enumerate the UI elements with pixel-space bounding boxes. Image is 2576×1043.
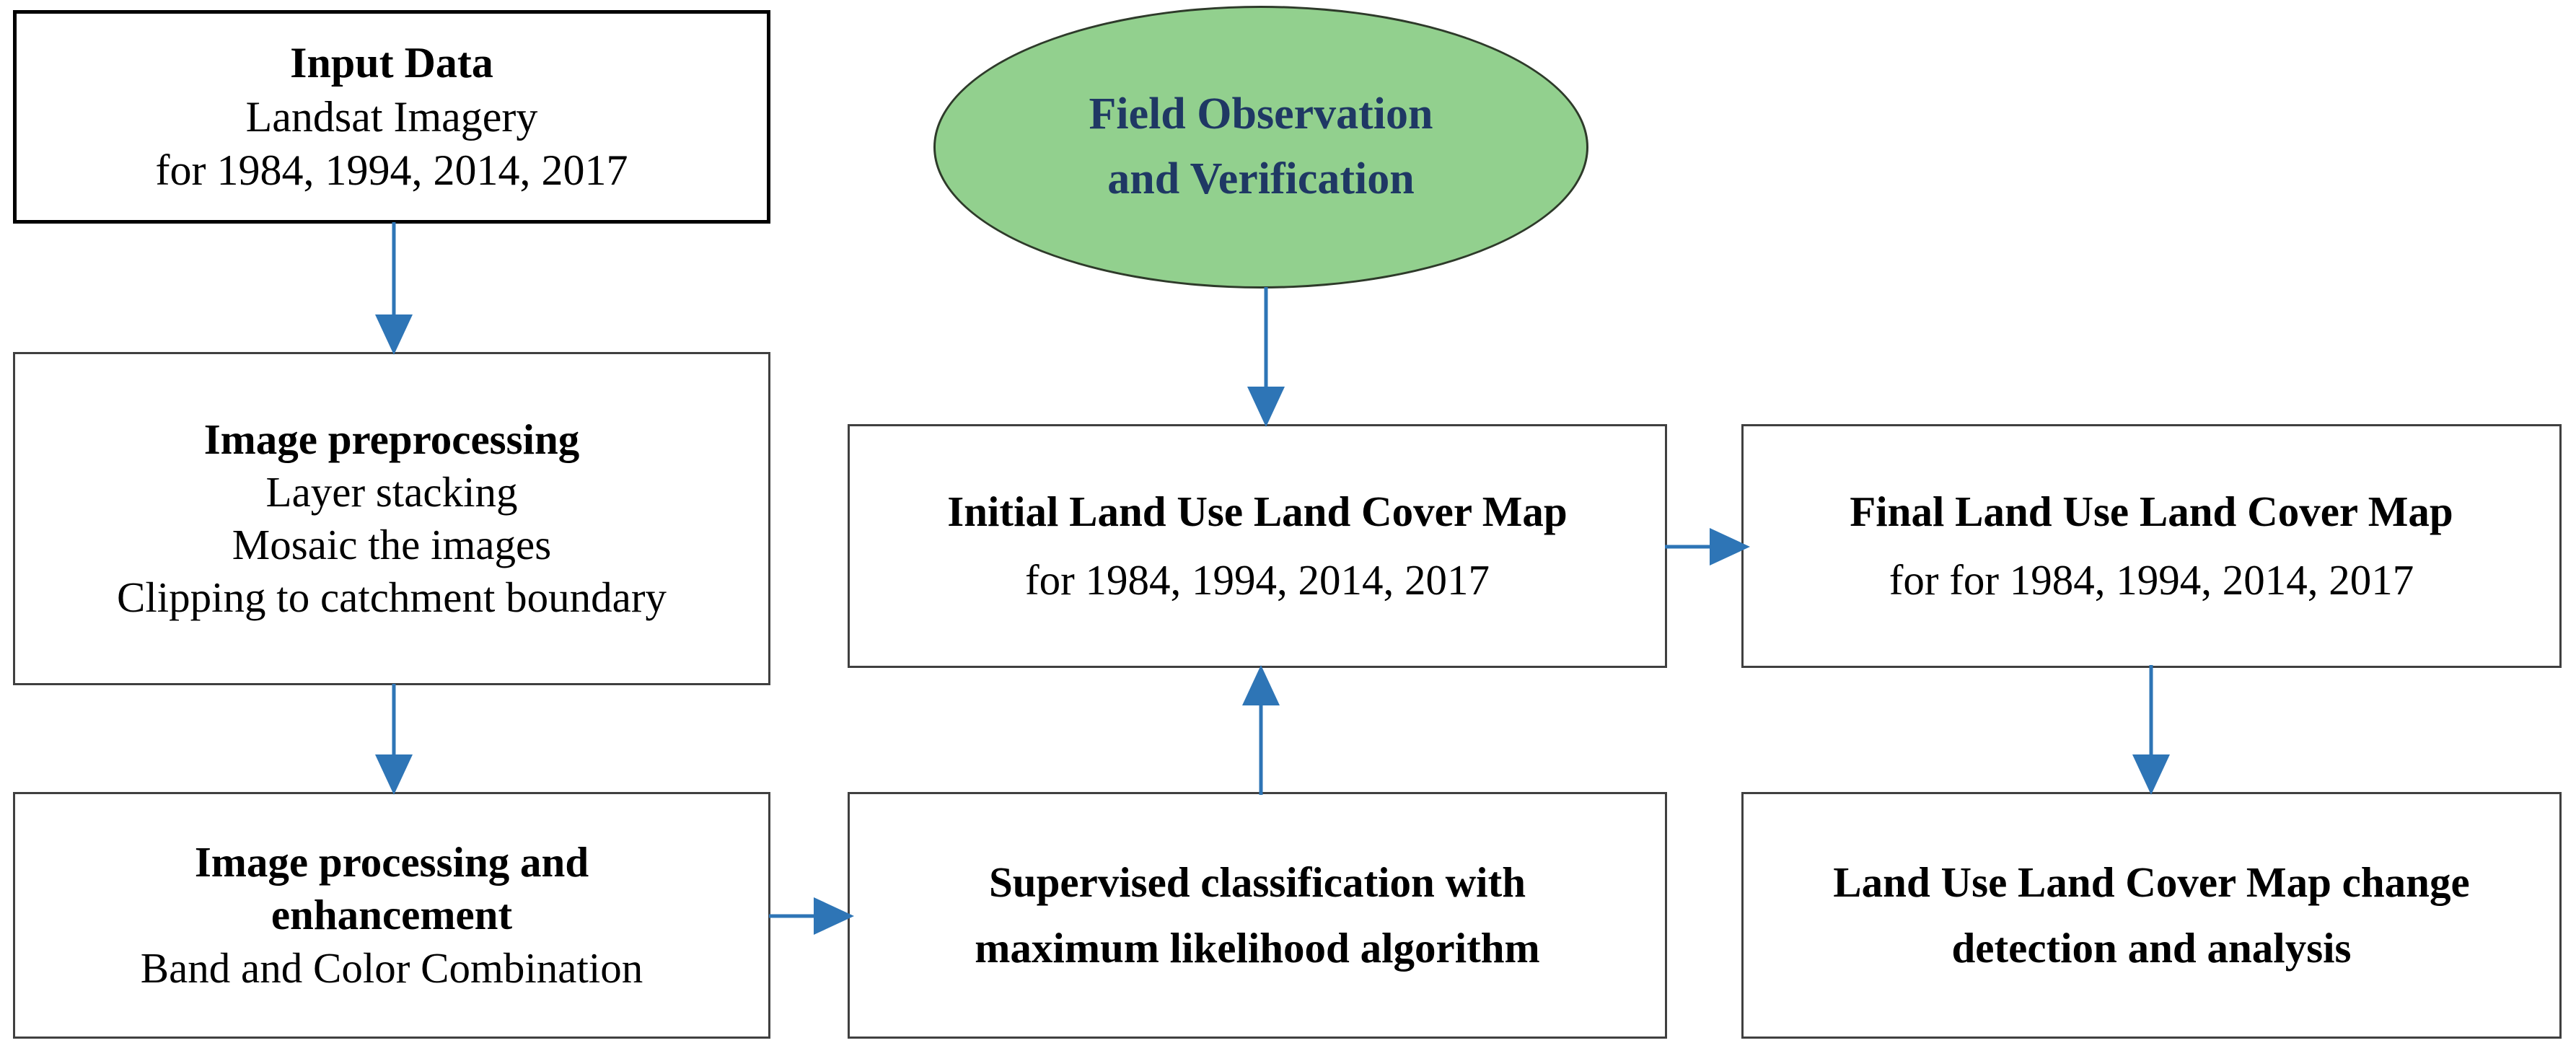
image-preprocessing-line-2: Layer stacking: [265, 467, 518, 516]
initial-lulc-map-line-1: Initial Land Use Land Cover Map: [947, 487, 1568, 535]
arrowhead-down-icon: [375, 314, 413, 355]
connector-initial-map-to-final-map: [1665, 525, 1750, 568]
connector-stem: [1665, 545, 1717, 549]
node-initial-lulc-map[interactable]: Initial Land Use Land Cover Map for 1984…: [848, 424, 1667, 668]
supervised-classification-line-1: Supervised classification with: [988, 858, 1526, 906]
image-processing-line-3: Band and Color Combination: [140, 943, 643, 992]
change-detection-line-2: detection and analysis: [1951, 924, 2352, 972]
image-preprocessing-line-3: Mosaic the images: [232, 521, 552, 568]
final-lulc-map-line-2: for for 1984, 1994, 2014, 2017: [1889, 556, 2414, 604]
arrowhead-down-icon: [1247, 387, 1285, 427]
node-field-observation[interactable]: Field Observation and Verification: [933, 6, 1588, 289]
connector-preprocessing-to-processing: [372, 684, 416, 795]
connector-stem: [769, 914, 821, 918]
field-observation-line-1: Field Observation: [1089, 89, 1433, 139]
node-input-data[interactable]: Input Data Landsat Imagery for 1984, 199…: [13, 10, 770, 224]
node-supervised-classification[interactable]: Supervised classification with maximum l…: [848, 792, 1667, 1039]
arrowhead-down-icon: [375, 754, 413, 795]
connector-final-map-to-change-detection: [2129, 665, 2173, 795]
connector-processing-to-classification: [769, 894, 854, 938]
input-data-line-1: Input Data: [290, 39, 493, 87]
input-data-line-3: for 1984, 1994, 2014, 2017: [155, 146, 628, 195]
initial-lulc-map-line-2: for 1984, 1994, 2014, 2017: [1024, 556, 1490, 604]
node-image-processing[interactable]: Image processing and enhancement Band an…: [13, 792, 770, 1039]
change-detection-line-1: Land Use Land Cover Map change: [1833, 858, 2470, 906]
arrowhead-right-icon: [1710, 528, 1750, 565]
connector-stem: [2149, 665, 2153, 763]
node-final-lulc-map[interactable]: Final Land Use Land Cover Map for for 19…: [1741, 424, 2562, 668]
field-observation-line-2: and Verification: [1107, 154, 1415, 203]
connector-field-observation-to-initial-map: [1244, 287, 1288, 427]
image-processing-line-2: enhancement: [271, 891, 513, 939]
connector-stem: [392, 222, 396, 323]
arrowhead-right-icon: [814, 897, 854, 935]
input-data-line-2: Landsat Imagery: [245, 92, 538, 141]
connector-stem: [1259, 691, 1263, 795]
connector-stem: [1264, 287, 1268, 395]
image-preprocessing-line-4: Clipping to catchment boundary: [117, 573, 667, 622]
arrowhead-down-icon: [2132, 754, 2170, 795]
connector-input-to-preprocessing: [372, 222, 416, 355]
node-image-preprocessing[interactable]: Image preprocessing Layer stacking Mosai…: [13, 352, 770, 685]
image-processing-line-1: Image processing and: [194, 838, 589, 886]
supervised-classification-line-2: maximum likelihood algorithm: [975, 924, 1540, 972]
final-lulc-map-line-1: Final Land Use Land Cover Map: [1850, 487, 2453, 535]
arrowhead-up-icon: [1242, 665, 1280, 705]
node-change-detection[interactable]: Land Use Land Cover Map change detection…: [1741, 792, 2562, 1039]
connector-classification-to-initial-map: [1239, 665, 1283, 795]
connector-stem: [392, 684, 396, 763]
image-preprocessing-line-1: Image preprocessing: [203, 415, 580, 463]
